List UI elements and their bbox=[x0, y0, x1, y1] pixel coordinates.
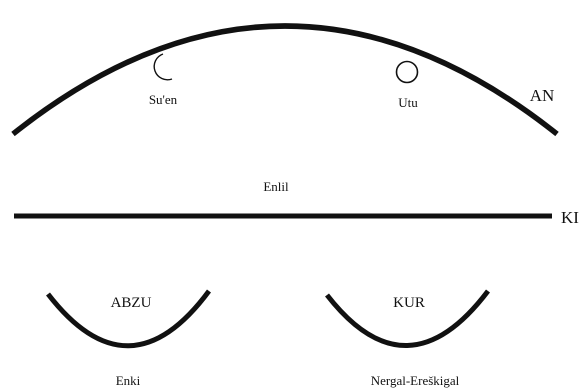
kur-deity-label: Nergal-Ereškigal bbox=[371, 373, 460, 388]
sun-icon bbox=[395, 60, 419, 84]
abzu-bowl bbox=[46, 289, 212, 349]
moon-icon bbox=[153, 53, 173, 81]
kur-bowl bbox=[325, 289, 490, 348]
earth-label: KI bbox=[561, 208, 579, 227]
heaven-label: AN bbox=[530, 86, 555, 105]
moon-label: Su'en bbox=[149, 92, 178, 107]
abzu-label: ABZU bbox=[111, 295, 152, 311]
sun-label: Utu bbox=[398, 95, 418, 110]
kur-label: KUR bbox=[393, 295, 425, 311]
heaven-arc bbox=[11, 23, 559, 137]
abzu-deity-label: Enki bbox=[116, 373, 141, 388]
air-label: Enlil bbox=[263, 179, 289, 194]
